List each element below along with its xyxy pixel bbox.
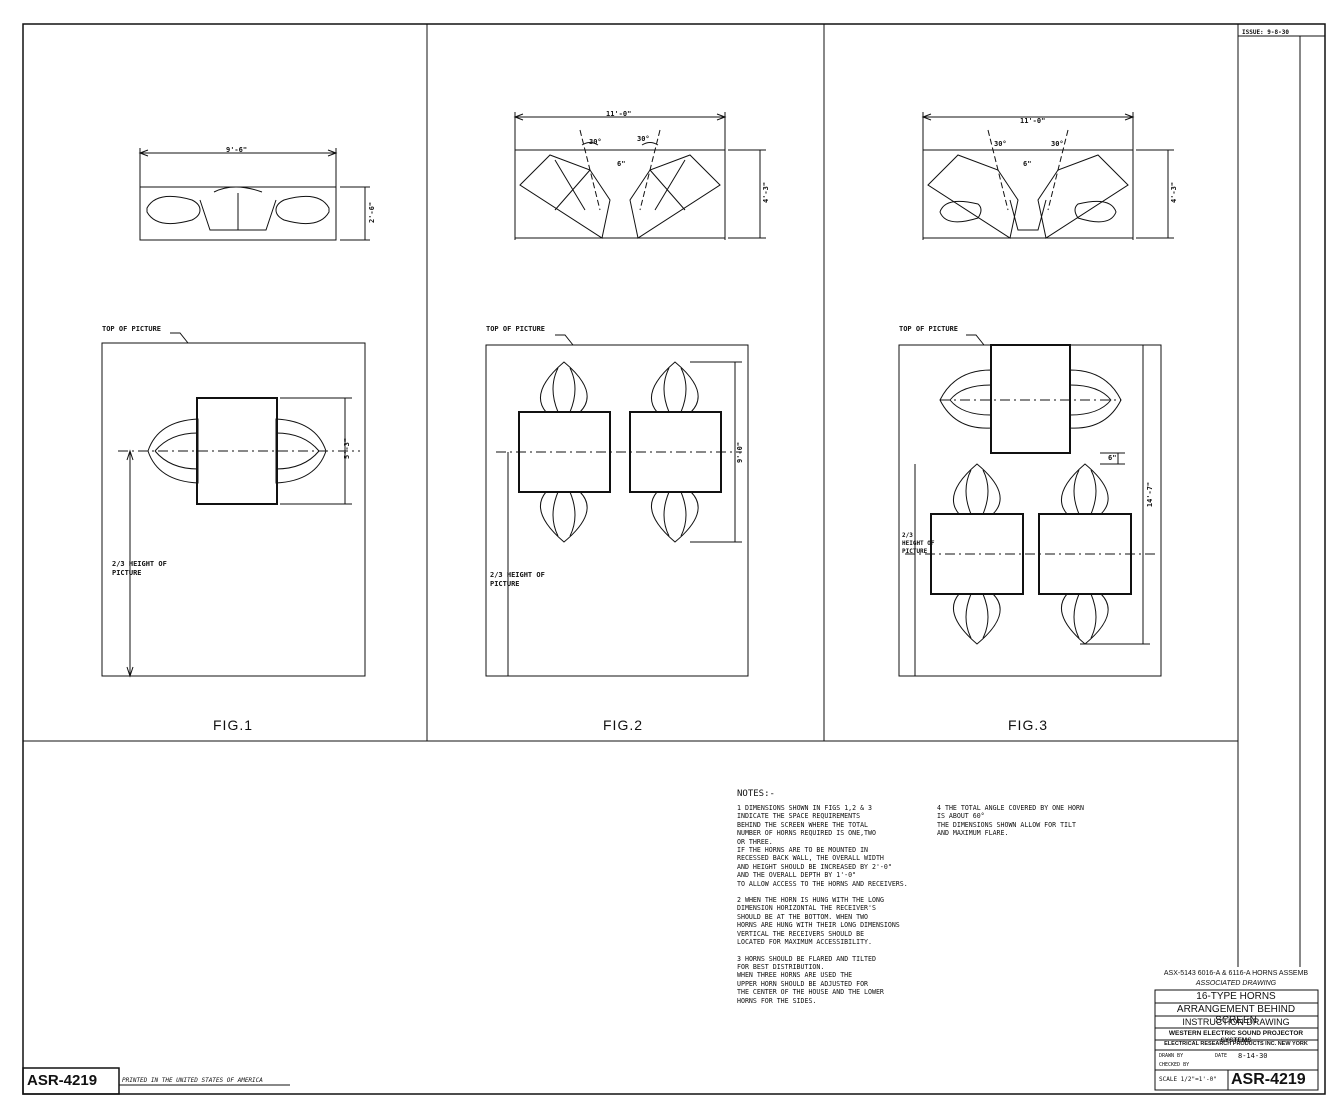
fig2-height-dim: 9'-0" (736, 441, 745, 464)
fig3-width-dim: 11'-0" (1020, 117, 1046, 125)
fig3-plan-view (921, 112, 1174, 240)
title-assoc-label: ASSOCIATED DRAWING (1195, 980, 1277, 987)
note-2-num: 2 (737, 896, 741, 905)
fig1-height-dim: 5'-3" (343, 437, 352, 460)
title-number: ASR-4219 (1231, 1071, 1306, 1088)
title-drawn-label: DRAWN BY (1159, 1053, 1184, 1059)
note-4-text: THE TOTAL ANGLE COVERED BY ONE HORN IS A… (937, 804, 1084, 838)
note-2: 2 WHEN THE HORN IS HUNG WITH THE LONG DI… (737, 896, 932, 946)
sheet-border (22, 23, 1326, 1095)
fig2-height-note: 2/3 HEIGHT OF PICTURE (490, 571, 545, 588)
fig1-plan-view (138, 148, 370, 241)
title-checked-label: CHECKED BY (1159, 1062, 1190, 1068)
note-3-num: 3 (737, 954, 741, 963)
notes-column-left: 1 DIMENSIONS SHOWN IN FIGS 1,2 & 3 INDIC… (737, 804, 932, 1013)
fig2-angle-left: 30° (589, 138, 602, 146)
notes-column-right: 4 THE TOTAL ANGLE COVERED BY ONE HORN IS… (937, 804, 1117, 846)
issue-stamp: ISSUE: 9-8-30 (1242, 29, 1289, 36)
title-date-label: DATE (1215, 1053, 1228, 1059)
note-4: 4 THE TOTAL ANGLE COVERED BY ONE HORN IS… (937, 804, 1117, 838)
fig2-depth-dim: 4'-3" (762, 181, 771, 204)
fig2-plan-view (513, 112, 766, 240)
fig3-depth-dim: 4'-3" (1170, 181, 1179, 204)
fig2-gap-dim: 6" (617, 160, 626, 168)
title-line1: 16-TYPE HORNS (1196, 991, 1276, 1002)
fig3-angle-right: 30° (1051, 140, 1064, 148)
title-date: 8-14-30 (1238, 1052, 1268, 1060)
fig1-top-label: TOP OF PICTURE (102, 325, 162, 333)
fig3-height-dim: 14'-7" (1146, 481, 1155, 508)
fig3-angle-left: 30° (994, 140, 1007, 148)
note-1-text: DIMENSIONS SHOWN IN FIGS 1,2 & 3 INDICAT… (737, 804, 908, 888)
title-scale: SCALE 1/2"=1'-0" (1159, 1076, 1217, 1083)
fig3-height-note: 2/3 HEIGHT OF PICTURE (902, 532, 935, 555)
title-line3: INSTRUCTION DRAWING (1182, 1017, 1290, 1027)
title-assoc-ref: ASX-5143 6016-A & 6116-A HORNS ASSEMB (1163, 970, 1309, 977)
drawing-number: ASR-4219 (27, 1072, 98, 1089)
note-3: 3 HORNS SHOULD BE FLARED AND TILTED FOR … (737, 955, 932, 1005)
fig1-elevation (101, 332, 366, 678)
title-company: WESTERN ELECTRIC SOUND PROJECTOR SYSTEMS (1168, 1030, 1304, 1044)
note-4-num: 4 (937, 804, 941, 812)
fig3-gap-vertical: 6" (1108, 454, 1117, 462)
note-1-num: 1 (737, 804, 741, 812)
fig2-angle-right: 30° (637, 135, 650, 143)
printed-note: PRINTED IN THE UNITED STATES OF AMERICA (122, 1077, 263, 1084)
fig1-height-note: 2/3 HEIGHT OF PICTURE (112, 560, 167, 577)
note-2-text: WHEN THE HORN IS HUNG WITH THE LONG DIME… (737, 896, 900, 947)
note-3-text: HORNS SHOULD BE FLARED AND TILTED FOR BE… (737, 954, 884, 1005)
fig2-label: FIG.2 (603, 717, 644, 733)
title-block-frame (1154, 989, 1319, 1091)
title-maker: ELECTRICAL RESEARCH PRODUCTS INC. NEW YO… (1164, 1041, 1308, 1047)
title-line2: ARRANGEMENT BEHIND SCREEN (1176, 1004, 1296, 1026)
drawing-number-box (22, 1067, 120, 1095)
fig2-elevation (485, 334, 749, 677)
fig3-top-label: TOP OF PICTURE (899, 325, 959, 333)
fig1-width-dim: 9'-6" (226, 146, 248, 154)
fig3-label: FIG.3 (1008, 717, 1049, 733)
fig2-width-dim: 11'-0" (606, 110, 632, 118)
fig2-top-label: TOP OF PICTURE (486, 325, 546, 333)
fig1-label: FIG.1 (213, 717, 254, 733)
fig3-gap-dim: 6" (1023, 160, 1032, 168)
note-1: 1 DIMENSIONS SHOWN IN FIGS 1,2 & 3 INDIC… (737, 804, 932, 888)
fig1-depth-dim: 2'-6" (368, 201, 377, 224)
fig3-elevation (898, 334, 1162, 677)
notes-heading: NOTES:- (737, 789, 775, 799)
